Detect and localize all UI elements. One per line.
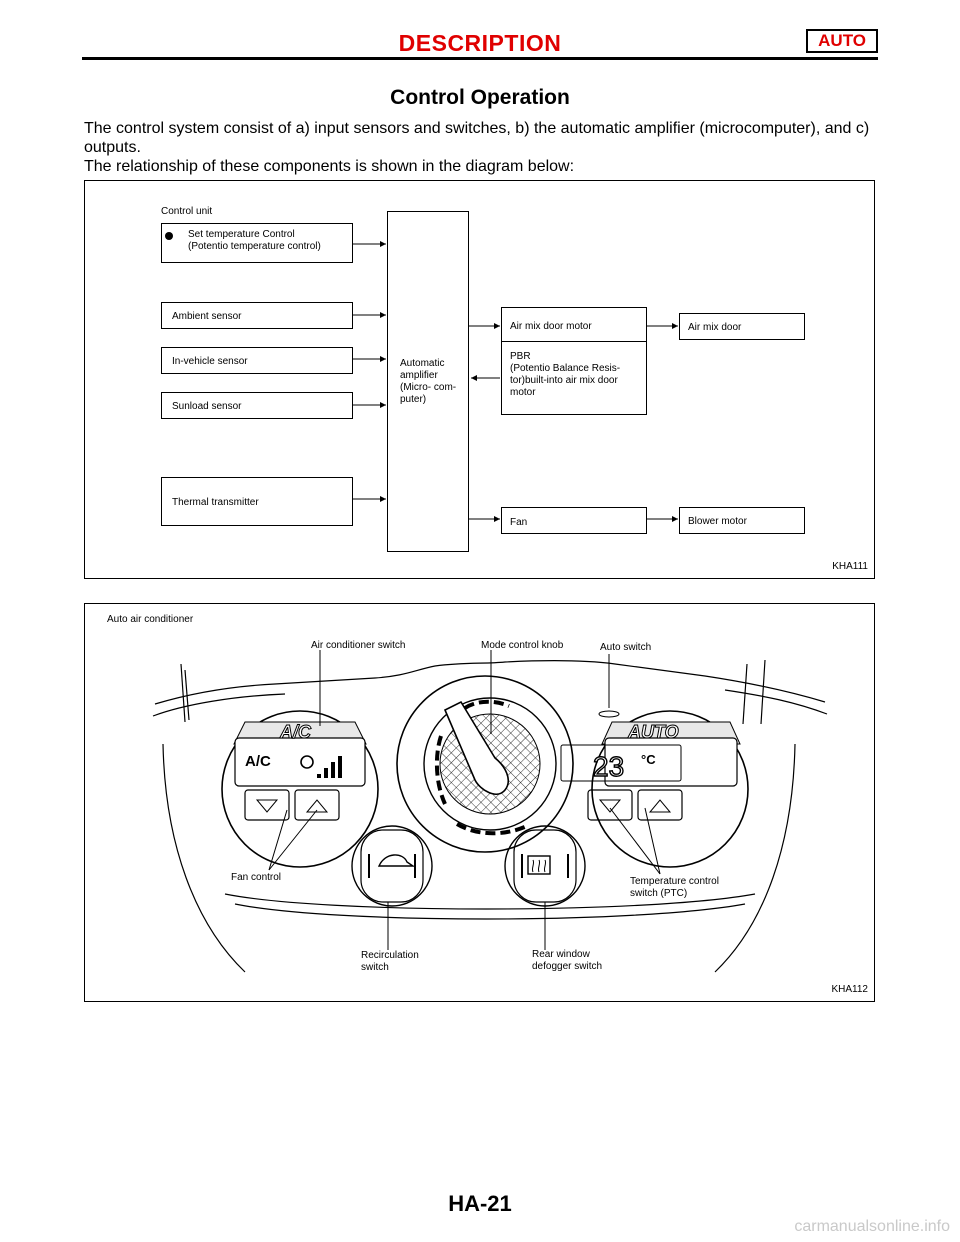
figure-code-1: KHA111 (832, 561, 868, 572)
dash-top-edge (154, 660, 826, 705)
figure-code-2: KHA112 (831, 984, 868, 995)
amplifier-label-3: (Micro- com- (400, 382, 457, 393)
auto-switch-label: Auto switch (600, 642, 652, 653)
fan-up-button (294, 789, 340, 821)
set-temperature-sublabel: (Potentio temperature control) (188, 241, 321, 252)
page-number: HA-21 (448, 1191, 512, 1216)
control-block-diagram: Control unit Set temperature Control (Po… (84, 180, 875, 579)
pbr-label-2: (Potentio Balance Resis- (510, 363, 621, 374)
pbr-cell: PBR (Potentio Balance Resis- tor)built-i… (502, 342, 646, 399)
recirculation-label-1: Recirculation (361, 950, 419, 961)
defogger-label-1: Rear window (532, 949, 590, 960)
mode-knob-label: Mode control knob (481, 640, 564, 651)
ambient-sensor-box: Ambient sensor (161, 302, 353, 329)
airmix-door-label: Air mix door (688, 322, 742, 333)
pbr-label-3: tor)built-into air mix door (510, 375, 618, 386)
intro-line-2: The relationship of these components is … (84, 158, 575, 175)
temp-control-label-2: switch (PTC) (630, 888, 688, 899)
auto-dial-outline (591, 710, 749, 868)
auto-indicator-lamp (598, 710, 620, 718)
control-panel-illustration: A/C A/C AUTO 23 °C Auto air conditioner … (84, 603, 875, 1002)
set-temperature-label: Set temperature Control (188, 229, 295, 240)
fan-icon (300, 755, 314, 769)
fan-control-label: Fan control (231, 872, 282, 883)
recirculation-icon (377, 854, 416, 867)
control-panel-drawing: A/C A/C AUTO 23 °C (152, 650, 828, 973)
invehicle-sensor-box: In-vehicle sensor (161, 347, 353, 374)
mode-knob-pointer (443, 700, 510, 795)
amplifier-label-2: amplifier (400, 370, 438, 381)
temp-control-label-1: Temperature control (630, 876, 719, 887)
panel-ac-text: A/C (279, 722, 312, 742)
temp-control-label: Temperature control switch (PTC) (630, 876, 719, 900)
set-temperature-box: Set temperature Control (Potentio temper… (161, 223, 353, 263)
display-ac-text: A/C (245, 753, 271, 770)
airmix-door-box: Air mix door (679, 313, 805, 340)
temp-down-button (587, 789, 633, 821)
control-unit-label: Control unit (161, 206, 213, 217)
airmix-motor-unit: Air mix door motor PBR (Potentio Balance… (501, 307, 647, 415)
diagram-connectors (165, 232, 678, 522)
temp-display (604, 737, 738, 787)
pbr-label-4: motor (510, 387, 536, 398)
dash-left-trim (152, 693, 286, 717)
mode-dial-outer (396, 675, 574, 853)
bullet-icon (165, 232, 173, 240)
invehicle-sensor-label: In-vehicle sensor (172, 356, 248, 367)
dash-left-edge (162, 743, 246, 973)
recirculation-label: Recirculation switch (361, 950, 419, 974)
fan-down-button (244, 789, 290, 821)
amplifier-label-1: Automatic (400, 358, 445, 369)
watermark: carmanualsonline.info (794, 1218, 950, 1235)
amplifier-label-4: puter) (400, 394, 427, 405)
blower-motor-label: Blower motor (688, 516, 747, 527)
defogger-label: Rear window defogger switch (532, 949, 602, 973)
fan-box: Fan (501, 507, 647, 534)
sunload-sensor-label: Sunload sensor (172, 401, 242, 412)
temp-value: 23 (593, 751, 624, 782)
blower-motor-box: Blower motor (679, 507, 805, 534)
temp-unit: °C (641, 752, 656, 767)
recirculation-label-2: switch (361, 962, 389, 973)
automatic-amplifier-box: Automatic amplifier (Micro- com- puter) (387, 211, 469, 552)
pbr-label-1: PBR (510, 351, 531, 362)
header-tag: AUTO (806, 29, 878, 53)
defogger-icon (527, 855, 551, 875)
thermal-transmitter-label: Thermal transmitter (172, 497, 259, 508)
dash-right-trim (724, 689, 828, 715)
fan-label: Fan (510, 517, 528, 528)
airmix-motor-cell: Air mix door motor (502, 308, 646, 342)
intro-line-1: The control system consist of a) input s… (84, 120, 870, 156)
dash-lower-trim (224, 893, 756, 910)
ambient-sensor-label: Ambient sensor (172, 311, 242, 322)
mode-dial-ring (423, 697, 557, 831)
temp-up-button (637, 789, 683, 821)
header-title: DESCRIPTION (398, 30, 562, 56)
thermal-transmitter-box: Thermal transmitter (161, 477, 353, 526)
ac-switch-label: Air conditioner switch (311, 640, 406, 651)
defogger-label-2: defogger switch (532, 961, 603, 972)
panel-title: Auto air conditioner (107, 614, 194, 625)
section-title: Control Operation (390, 86, 570, 109)
airmix-motor-label: Air mix door motor (510, 321, 592, 332)
header-rule (82, 57, 878, 60)
sunload-sensor-box: Sunload sensor (161, 392, 353, 419)
intro-text: The control system consist of a) input s… (84, 119, 884, 176)
recirculation-dial (351, 825, 433, 907)
ac-dial-outline (221, 710, 379, 868)
panel-auto-text: AUTO (627, 722, 679, 742)
dash-right-edge (714, 743, 796, 973)
